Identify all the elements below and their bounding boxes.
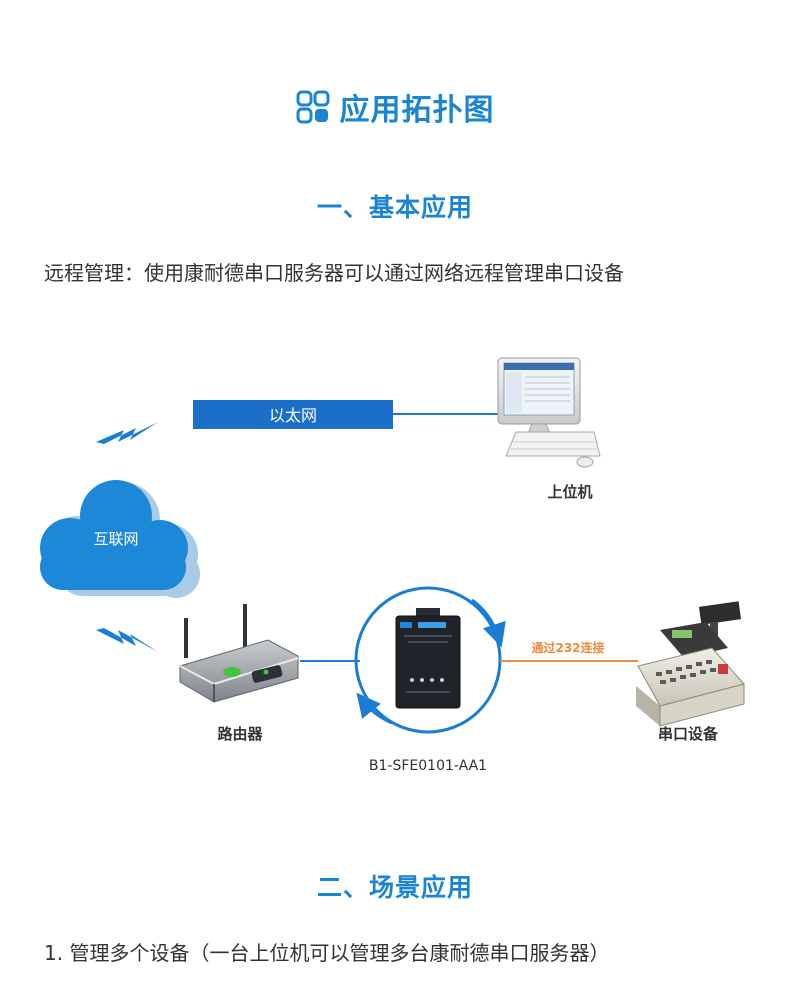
cash-register-icon [636,601,745,727]
serial-device-label: 串口设备 [658,725,719,743]
serial-server-device-icon [395,608,461,709]
internet-label: 互联网 [93,530,138,548]
app-grid-icon [296,90,329,124]
scenario-item-1: 1. 管理多个设备（一台上位机可以管理多台康耐德串口服务器） [44,941,610,965]
cycle-arrow-icon [356,692,393,725]
cycle-arrow-icon [471,598,506,648]
section-title-scenario: 二、场景应用 [316,873,473,902]
router-label: 路由器 [217,725,263,743]
serial-link-label: 通过232连接 [531,640,604,655]
ethernet-band [193,400,393,429]
basic-application-description: 远程管理：使用康耐德串口服务器可以通过网络远程管理串口设备 [44,261,624,285]
router-icon [179,604,299,703]
ethernet-label: 以太网 [269,406,317,425]
wireless-bolt-icon [96,422,158,444]
topology-diagram: 以太网 上位机 互联网 [40,357,745,774]
host-label: 上位机 [547,483,592,501]
section-title-basic: 一、基本应用 [316,193,473,222]
wireless-bolt-icon [96,628,158,652]
device-model-label: B1-SFE0101-AA1 [369,758,487,774]
host-computer-icon [497,357,601,468]
page-header: 应用拓扑图 [0,82,790,132]
internet-cloud-icon [40,480,200,598]
page-title: 应用拓扑图 [339,93,495,128]
